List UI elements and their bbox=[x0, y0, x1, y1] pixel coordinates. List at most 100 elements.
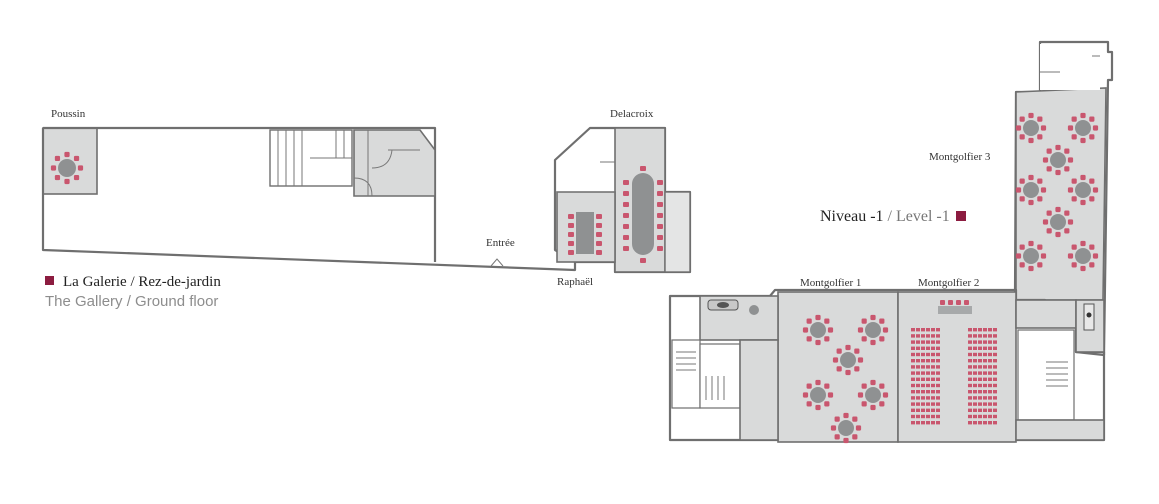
chair bbox=[1055, 144, 1061, 151]
theatre-seat bbox=[926, 396, 930, 400]
theatre-seat bbox=[968, 383, 972, 388]
chair bbox=[1028, 265, 1034, 272]
lower-right-service bbox=[1015, 419, 1105, 441]
theatre-seat bbox=[911, 383, 915, 388]
chair bbox=[640, 166, 646, 171]
level-label-fr: Niveau -1 bbox=[820, 208, 884, 225]
theatre-seat bbox=[931, 402, 935, 406]
theatre-seat bbox=[988, 352, 992, 357]
reception-sofa-icon bbox=[707, 299, 759, 315]
theatre-seat bbox=[983, 371, 987, 375]
chair bbox=[1019, 134, 1025, 140]
chair bbox=[802, 327, 809, 333]
theatre-seat bbox=[983, 377, 987, 381]
chair bbox=[1040, 187, 1047, 193]
chair bbox=[1015, 253, 1022, 259]
chair bbox=[1071, 244, 1077, 250]
chair bbox=[964, 300, 969, 305]
chair bbox=[836, 366, 842, 372]
chair bbox=[1028, 240, 1034, 247]
chair bbox=[1080, 137, 1086, 144]
chair bbox=[857, 327, 864, 333]
theatre-seat bbox=[931, 334, 935, 338]
theatre-seat bbox=[916, 352, 920, 357]
theatre-seat bbox=[983, 396, 987, 400]
theatre-seat bbox=[968, 365, 972, 369]
label-raphael: Raphaël bbox=[557, 276, 593, 288]
theatre-seat bbox=[988, 346, 992, 350]
chair bbox=[1080, 199, 1086, 206]
round-table bbox=[58, 159, 76, 177]
theatre-seat bbox=[926, 383, 930, 388]
theatre-seat bbox=[968, 377, 972, 381]
theatre-seat bbox=[916, 377, 920, 381]
theatre-seat bbox=[921, 359, 925, 363]
chair bbox=[815, 314, 821, 321]
delacroix-annex bbox=[664, 191, 691, 273]
theatre-seat bbox=[978, 371, 982, 375]
theatre-seat bbox=[973, 346, 977, 350]
theatre-seat bbox=[968, 334, 972, 338]
theatre-seat bbox=[978, 414, 982, 419]
chair bbox=[1067, 187, 1074, 193]
theatre-seat bbox=[973, 377, 977, 381]
theatre-seat bbox=[983, 421, 987, 425]
theatre-seat bbox=[973, 371, 977, 375]
theatre-seat bbox=[993, 365, 997, 369]
round-table bbox=[1023, 248, 1039, 264]
theatre-seat bbox=[993, 421, 997, 425]
round-table bbox=[1075, 248, 1091, 264]
chair bbox=[1015, 125, 1022, 131]
furniture-layer bbox=[50, 112, 1099, 444]
round-table bbox=[865, 387, 881, 403]
boardroom-table bbox=[576, 212, 594, 254]
theatre-seat bbox=[936, 377, 940, 381]
chair bbox=[1055, 169, 1061, 176]
theatre-seat bbox=[983, 352, 987, 357]
theatre-seat bbox=[931, 396, 935, 400]
chair bbox=[1019, 196, 1025, 202]
chair bbox=[568, 223, 574, 228]
chair bbox=[623, 180, 629, 185]
chair bbox=[882, 327, 889, 333]
level-label-en: Level -1 bbox=[895, 208, 950, 225]
theatre-seat bbox=[911, 334, 915, 338]
theatre-seat bbox=[993, 359, 997, 363]
chair bbox=[657, 191, 663, 196]
chair bbox=[1080, 240, 1086, 247]
chair bbox=[1089, 178, 1095, 184]
theatre-seat bbox=[926, 414, 930, 419]
theatre-seat bbox=[926, 328, 930, 332]
theatre-seat bbox=[968, 390, 972, 394]
theatre-seat bbox=[921, 340, 925, 344]
chair bbox=[879, 401, 885, 407]
chair bbox=[50, 165, 57, 171]
chair bbox=[54, 174, 61, 181]
chair bbox=[568, 241, 574, 246]
round-table bbox=[1075, 182, 1091, 198]
chair bbox=[64, 178, 70, 185]
theatre-seat bbox=[993, 328, 997, 332]
chair bbox=[657, 202, 663, 207]
theatre-seat bbox=[968, 359, 972, 363]
chair bbox=[1019, 262, 1025, 268]
theatre-seat bbox=[911, 365, 915, 369]
chair bbox=[1080, 265, 1086, 272]
round-table bbox=[838, 420, 854, 436]
theatre-seat bbox=[936, 383, 940, 388]
theatre-seat bbox=[921, 408, 925, 412]
theatre-seat bbox=[926, 359, 930, 363]
chair bbox=[1064, 210, 1070, 216]
chair bbox=[861, 318, 867, 324]
chair bbox=[870, 339, 876, 346]
chair bbox=[806, 318, 812, 324]
chair bbox=[1067, 125, 1074, 131]
theatre-seat bbox=[916, 414, 920, 419]
chair bbox=[845, 344, 851, 351]
theatre-seat bbox=[968, 340, 972, 344]
theatre-seat bbox=[916, 340, 920, 344]
chair bbox=[802, 392, 809, 398]
chair bbox=[843, 412, 849, 419]
theatre-seat bbox=[921, 365, 925, 369]
theatre-seat bbox=[926, 352, 930, 357]
